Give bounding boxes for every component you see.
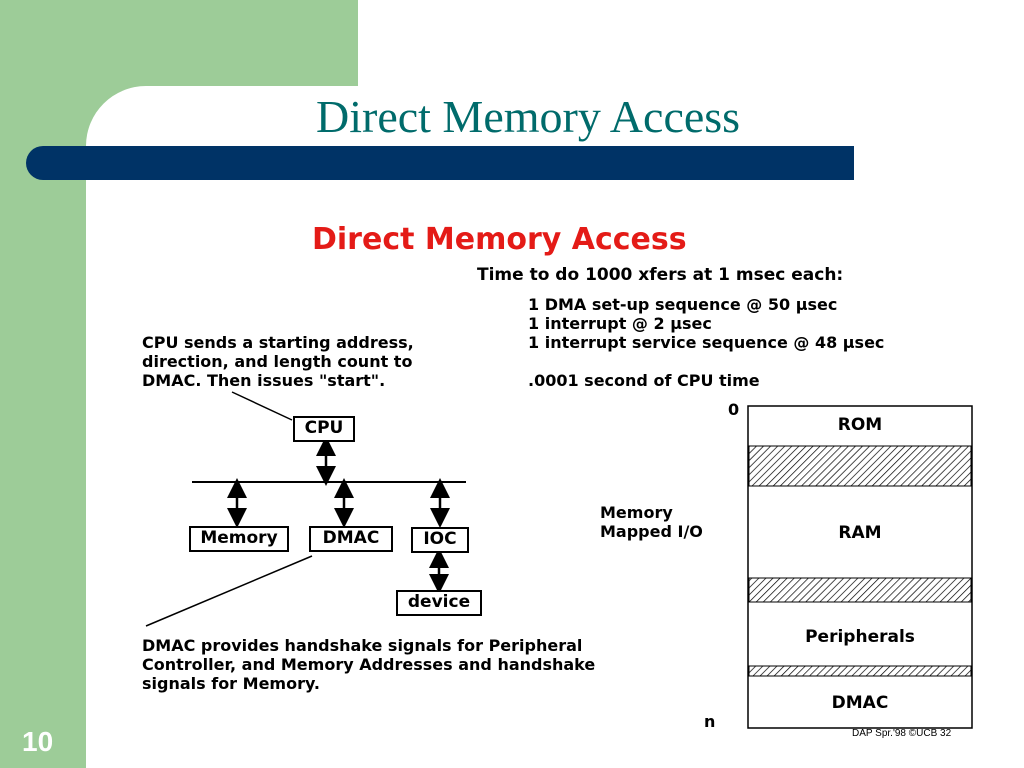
memory-region-rom: ROM [837,415,883,435]
cpu-note-leader [231,391,293,421]
cpu-box: CPU [293,416,355,442]
cpu-note-line-3: DMAC. Then issues "start". [142,371,386,390]
memory-region-ram: RAM [838,523,882,543]
timing-header: Time to do 1000 xfers at 1 msec each: [477,265,844,285]
dmac-box: DMAC [309,526,393,552]
memory-map-gap-3 [748,665,972,677]
title-underline-band [26,146,854,180]
figure-credit: DAP Spr.'98 ©UCB 32 [852,728,952,739]
memory-mapped-io-label-2: Mapped I/O [600,522,703,541]
dmac-note-leader [145,555,313,627]
memory-region-peripherals: Peripherals [805,627,915,647]
dmac-note-line-3: signals for Memory. [142,674,321,693]
figure-title: Direct Memory Access [312,222,687,257]
memory-map-start-address: 0 [728,400,740,419]
page-number: 10 [22,726,54,757]
slide-title: Direct Memory Access [316,91,741,142]
ioc-box: IOC [411,527,469,553]
memory-box: Memory [189,526,289,552]
timing-line-setup: 1 DMA set-up sequence @ 50 µsec [528,295,838,314]
timing-line-service: 1 interrupt service sequence @ 48 µsec [528,333,885,352]
memory-map-gap-1 [748,445,972,487]
dmac-note-line-1: DMAC provides handshake signals for Peri… [142,636,583,655]
memory-mapped-io-label-1: Memory [600,503,673,522]
memory-map-gap-2 [748,577,972,603]
cpu-note-line-2: direction, and length count to [142,352,413,371]
memory-region-dmac: DMAC [831,693,889,713]
timing-line-interrupt: 1 interrupt @ 2 µsec [528,314,712,333]
device-box: device [396,590,482,616]
dmac-note-line-2: Controller, and Memory Addresses and han… [142,655,596,674]
cpu-note-line-1: CPU sends a starting address, [142,333,414,352]
timing-result: .0001 second of CPU time [528,371,760,390]
memory-map-end-address: n [704,712,716,731]
white-top-area [358,0,1024,100]
